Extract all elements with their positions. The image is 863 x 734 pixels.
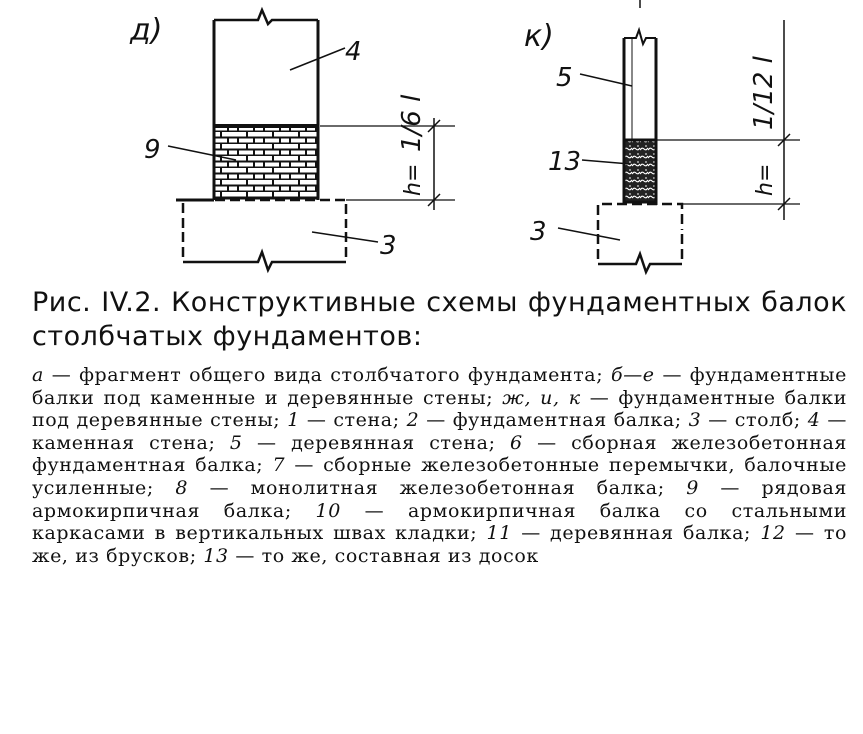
legend-text: — рядовая армокирпичная балка;	[32, 476, 847, 522]
legend-key: 6	[510, 431, 523, 454]
legend-key: 7	[272, 454, 286, 477]
legend-text: — фундаментная балка;	[419, 409, 689, 432]
dim-h-left: h=	[401, 164, 426, 196]
panel-d-letter: д)	[129, 13, 162, 48]
legend-text: — деревянная бал­ка;	[511, 522, 761, 545]
legend-text: — деревян­ная стена;	[242, 431, 511, 454]
post-3-left	[176, 198, 348, 274]
caption-legend: а — фрагмент общего вида столбчатого фун…	[32, 364, 847, 567]
legend-text: — стена;	[299, 409, 407, 432]
brick-beam-9	[212, 124, 320, 200]
dim-ratio-left: 1/6 l	[397, 94, 427, 152]
dim-h-right: h=	[753, 164, 778, 196]
legend-key: 12	[760, 522, 786, 545]
legend-text: — сборная железобетонная фундамент­ная б…	[32, 431, 847, 477]
panel-k-letter: к)	[524, 19, 554, 54]
label-3-right: 3	[530, 217, 547, 247]
legend-key: б—е	[611, 364, 655, 386]
legend-text: — монолитная железобе­тонная балка;	[188, 476, 687, 499]
dim-ratio-right: 1/12 l	[749, 55, 779, 130]
legend-key: 5	[229, 431, 243, 454]
legend-key: 2	[406, 409, 420, 432]
legend-key: ж, и, к	[502, 386, 581, 409]
legend-key: 13	[203, 544, 229, 567]
label-9: 9	[144, 135, 161, 165]
legend-key: 11	[486, 522, 512, 545]
legend-text: — фрагмент общего вида столбчатого фунда…	[43, 364, 612, 386]
label-3-left: 3	[380, 231, 397, 261]
label-4: 4	[345, 37, 362, 67]
board-beam-13	[622, 138, 658, 204]
panel-d: д) 4 9 3 h=	[129, 6, 455, 274]
dimension-left: h= 1/6 l	[320, 94, 455, 210]
legend-text: — каменная стена;	[32, 409, 847, 454]
legend-key: 9	[686, 476, 699, 499]
legend-key: 3	[688, 409, 702, 432]
legend-key: 4	[807, 409, 821, 432]
label-13: 13	[548, 147, 581, 177]
dimension-right: h= 1/12 l	[656, 20, 800, 220]
legend-text: — столб;	[701, 409, 808, 432]
legend-text: — армокирпичная балка со стальными карка…	[32, 499, 847, 545]
legend-text: — то же, составная из досок	[228, 544, 539, 567]
panel-k: к) 5 13 3 h=	[524, 0, 800, 276]
legend-key: 8	[175, 476, 189, 499]
label-5: 5	[556, 63, 573, 93]
legend-key: а	[32, 364, 44, 386]
legend-text: — то же, из брусков;	[32, 522, 847, 567]
legend-key: 10	[315, 499, 341, 522]
legend-key: 1	[287, 409, 300, 432]
caption-title: Рис. IV.2. Конструктивные схемы фундамен…	[32, 287, 847, 352]
legend-text: — сборные железобетонные перемыч­ки, бал…	[32, 454, 848, 499]
post-3-right	[596, 202, 684, 276]
legend-text: — фундаментные балки под деревянные стен…	[32, 386, 847, 432]
figure-drawing: д) 4 9 3 h=	[129, 0, 800, 276]
figure-caption: Рис. IV.2. Конструктивные схемы фундамен…	[32, 286, 847, 567]
legend-text: — фундаментные балки под каменные и дере…	[32, 364, 847, 409]
